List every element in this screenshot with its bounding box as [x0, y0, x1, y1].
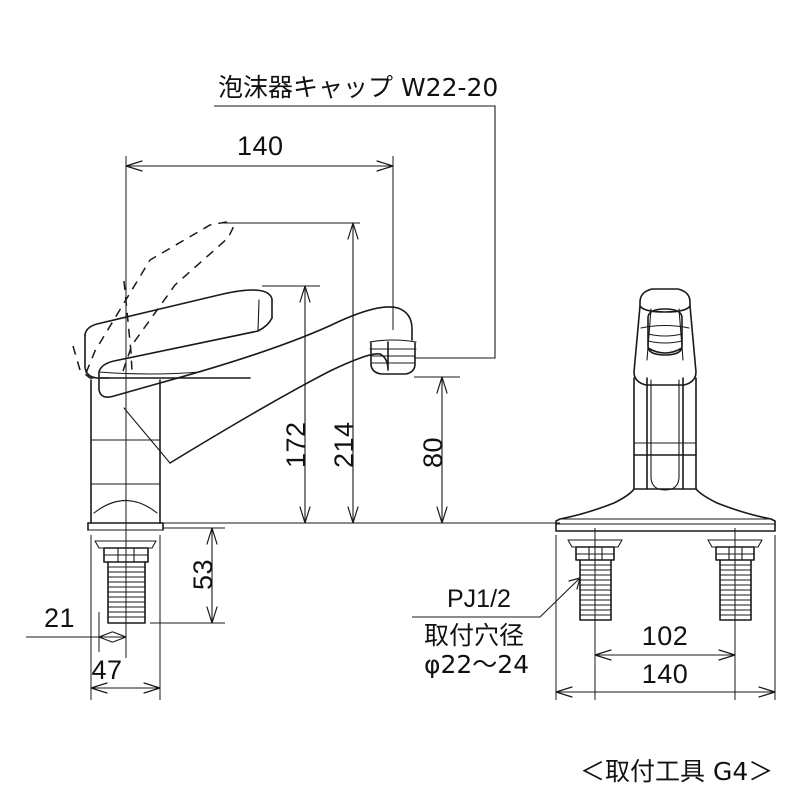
dimension-hole-spacing: 102: [594, 621, 736, 661]
dimension-overall-height: 214: [222, 222, 360, 524]
dimension-value-53: 53: [188, 559, 218, 590]
hole-diameter-value: φ22〜24: [424, 650, 529, 679]
side-view-faucet: [72, 221, 417, 624]
centerlines: [125, 196, 736, 700]
hole-diameter-label: 取付穴径: [424, 621, 524, 650]
dimension-value-47: 47: [91, 655, 122, 685]
lever-handle: [84, 289, 273, 379]
dimension-value-80: 80: [418, 437, 448, 468]
dimension-value-140-reach: 140: [237, 131, 284, 161]
aerator-cap: [369, 339, 417, 375]
aerator-cap-leader: [214, 105, 496, 359]
thread-spec-leader: [412, 577, 581, 618]
dimension-body-width: 47: [90, 535, 161, 700]
callout-thread-spec: PJ1/2 取付穴径 φ22〜24: [412, 577, 581, 679]
dimension-value-140-base: 140: [642, 659, 689, 689]
dimension-aerator-height: 80: [414, 376, 460, 524]
dimension-value-172: 172: [281, 421, 311, 468]
dimension-shank-length: 53: [150, 527, 225, 624]
callout-aerator-cap: 泡沫器キャップ W22-20: [214, 73, 498, 359]
dimension-spout-height: 172: [262, 285, 320, 524]
dimension-value-102: 102: [642, 621, 689, 651]
dimension-spout-reach: 140: [125, 131, 394, 330]
dimension-value-214: 214: [329, 421, 359, 468]
spout-arm: [98, 306, 413, 464]
thread-spec-label: PJ1/2: [447, 585, 511, 613]
dimension-value-21: 21: [44, 603, 75, 633]
front-spout-end: [640, 308, 690, 356]
mounting-shank-front-right: [707, 539, 763, 621]
front-body-column: [633, 377, 697, 491]
footer-tool-note: ＜取付工具 G4＞: [580, 757, 773, 786]
aerator-cap-label: 泡沫器キャップ W22-20: [218, 73, 498, 102]
dimension-base-width: 140: [555, 535, 776, 700]
dimension-offset: 21: [26, 603, 127, 652]
front-base-plate: [555, 488, 776, 532]
